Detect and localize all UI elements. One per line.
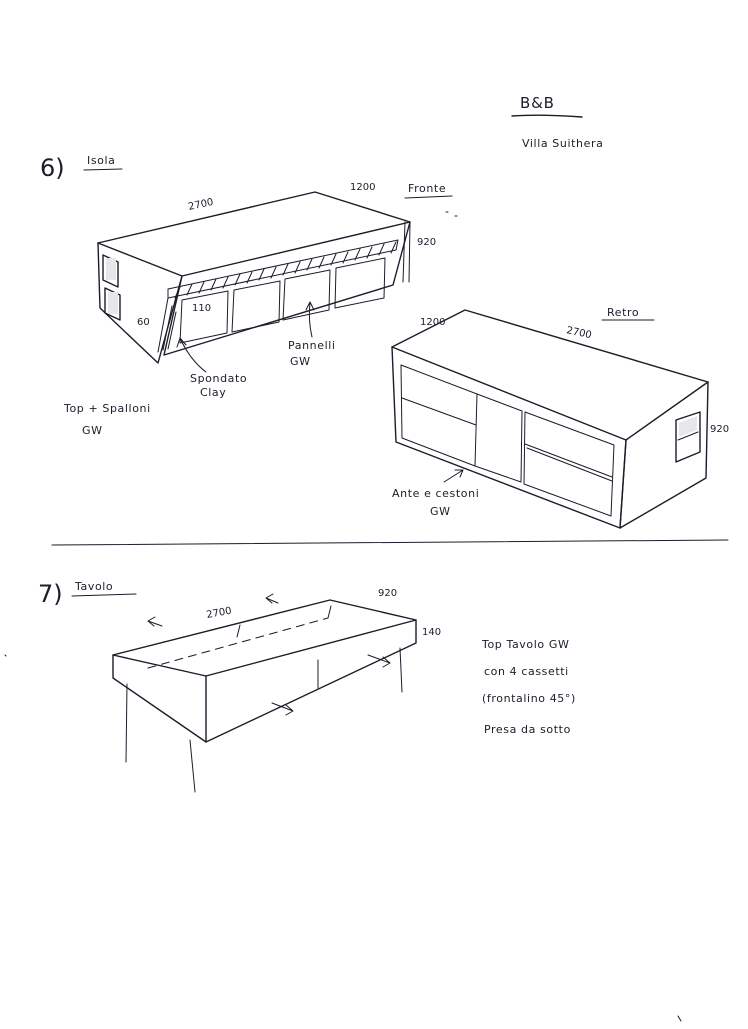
spondato-arrow — [176, 337, 207, 373]
table-leg-left — [125, 683, 128, 763]
section6-title-underline — [83, 168, 123, 171]
spondato-label: Spondato — [190, 372, 247, 385]
island-panel-1 — [179, 290, 229, 344]
island-front-height-dim: 920 — [417, 237, 436, 248]
island-front-view: 2700 1200 920 60 110 Fronte Spondato Cla… — [63, 182, 458, 437]
island-back-left-door-block — [400, 364, 478, 467]
section7-number: 7) — [38, 580, 63, 608]
table-arrow-top — [265, 593, 279, 604]
island-back-front-face — [391, 346, 627, 529]
island-front-depth-dim: 1200 — [350, 182, 375, 193]
ante-label: Ante e cestoni — [392, 487, 479, 500]
island-back-view-label: Retro — [607, 306, 639, 319]
table-depth-dim: 920 — [378, 588, 397, 599]
island-back-side-niche-shelf — [677, 431, 699, 441]
island-back-length-dim: 2700 — [565, 325, 592, 341]
island-back-height-dim: 920 — [710, 424, 729, 435]
stray-mark-bottom — [677, 1015, 682, 1022]
table-drawer-arrow-front — [271, 702, 294, 716]
island-front-top — [97, 191, 411, 277]
table-center-line — [147, 617, 329, 669]
section6-number: 6) — [40, 154, 65, 182]
island-panel-2 — [231, 280, 281, 333]
island-front-hatching — [174, 241, 397, 299]
table-leg-right — [399, 647, 403, 693]
ante-arrow — [443, 469, 464, 483]
ante-material-label: GW — [430, 505, 451, 518]
front-label-underline — [404, 195, 453, 199]
island-back-depth-dim: 1200 — [420, 317, 445, 328]
island-front-shelf-shade-2 — [108, 292, 118, 314]
table-top-thickness — [112, 619, 417, 743]
island-panel-4 — [334, 257, 386, 309]
pannelli-material-label: GW — [290, 355, 311, 368]
island-back-view: Retro 1200 2700 920 Ante e cestoni GW — [391, 306, 729, 529]
island-front-view-label: Fronte — [408, 182, 446, 195]
section-divider — [51, 539, 729, 546]
island-front-right-edge — [402, 221, 411, 283]
table-leg-front — [189, 739, 196, 793]
table-arrow-left — [147, 616, 163, 627]
table-drawing: 2700 920 140 — [112, 588, 441, 793]
table-note-1: Top Tavolo GW — [481, 638, 569, 651]
clay-label: Clay — [200, 386, 226, 399]
table-thickness-dim: 140 — [422, 627, 441, 638]
island-front-plinth-dim: 60 — [137, 317, 150, 328]
island-front-left-side — [97, 242, 183, 364]
section7-title-underline — [71, 593, 137, 597]
pannelli-label: Pannelli — [288, 339, 336, 352]
island-front-side-dim: 110 — [192, 303, 211, 314]
island-back-left-door-split — [401, 397, 477, 426]
pannelli-arrow — [305, 301, 315, 338]
island-front-hatch-band — [167, 239, 399, 299]
island-back-niche-shade — [679, 416, 697, 437]
table-note-4: Presa da sotto — [484, 723, 571, 736]
table-length-dim: 2700 — [206, 606, 233, 621]
island-panel-3 — [282, 269, 331, 321]
client-name: Villa Suithera — [522, 137, 603, 150]
top-spalloni-label: Top + Spalloni — [63, 402, 151, 415]
island-front-length-dim: 2700 — [187, 197, 214, 213]
section7-title: Tavolo — [74, 580, 113, 593]
project-underline — [511, 114, 583, 118]
table-note-3: (frontalino 45°) — [482, 692, 576, 705]
table-note-2: con 4 cassetti — [484, 665, 569, 678]
table-drawer-arrow-right — [367, 654, 391, 668]
island-front-shelf-shade-1 — [106, 258, 116, 280]
island-front-plinth-hatch — [157, 297, 177, 353]
island-back-right-drawer-block — [523, 411, 615, 517]
top-spalloni-material-label: GW — [82, 424, 103, 437]
stray-mark-left — [4, 654, 7, 657]
table-notes: Top Tavolo GW con 4 cassetti (frontalino… — [481, 638, 576, 736]
project-name: B&B — [520, 94, 555, 112]
island-back-side-niche — [675, 411, 701, 463]
island-back-top — [391, 309, 709, 441]
island-back-right-side — [619, 381, 709, 529]
island-back-center-panel — [474, 393, 523, 483]
section6-title: Isola — [87, 154, 116, 167]
island-back-right-drawer-split — [524, 443, 613, 482]
table-center-ticks — [236, 605, 332, 638]
front-label-ticks — [445, 211, 458, 217]
